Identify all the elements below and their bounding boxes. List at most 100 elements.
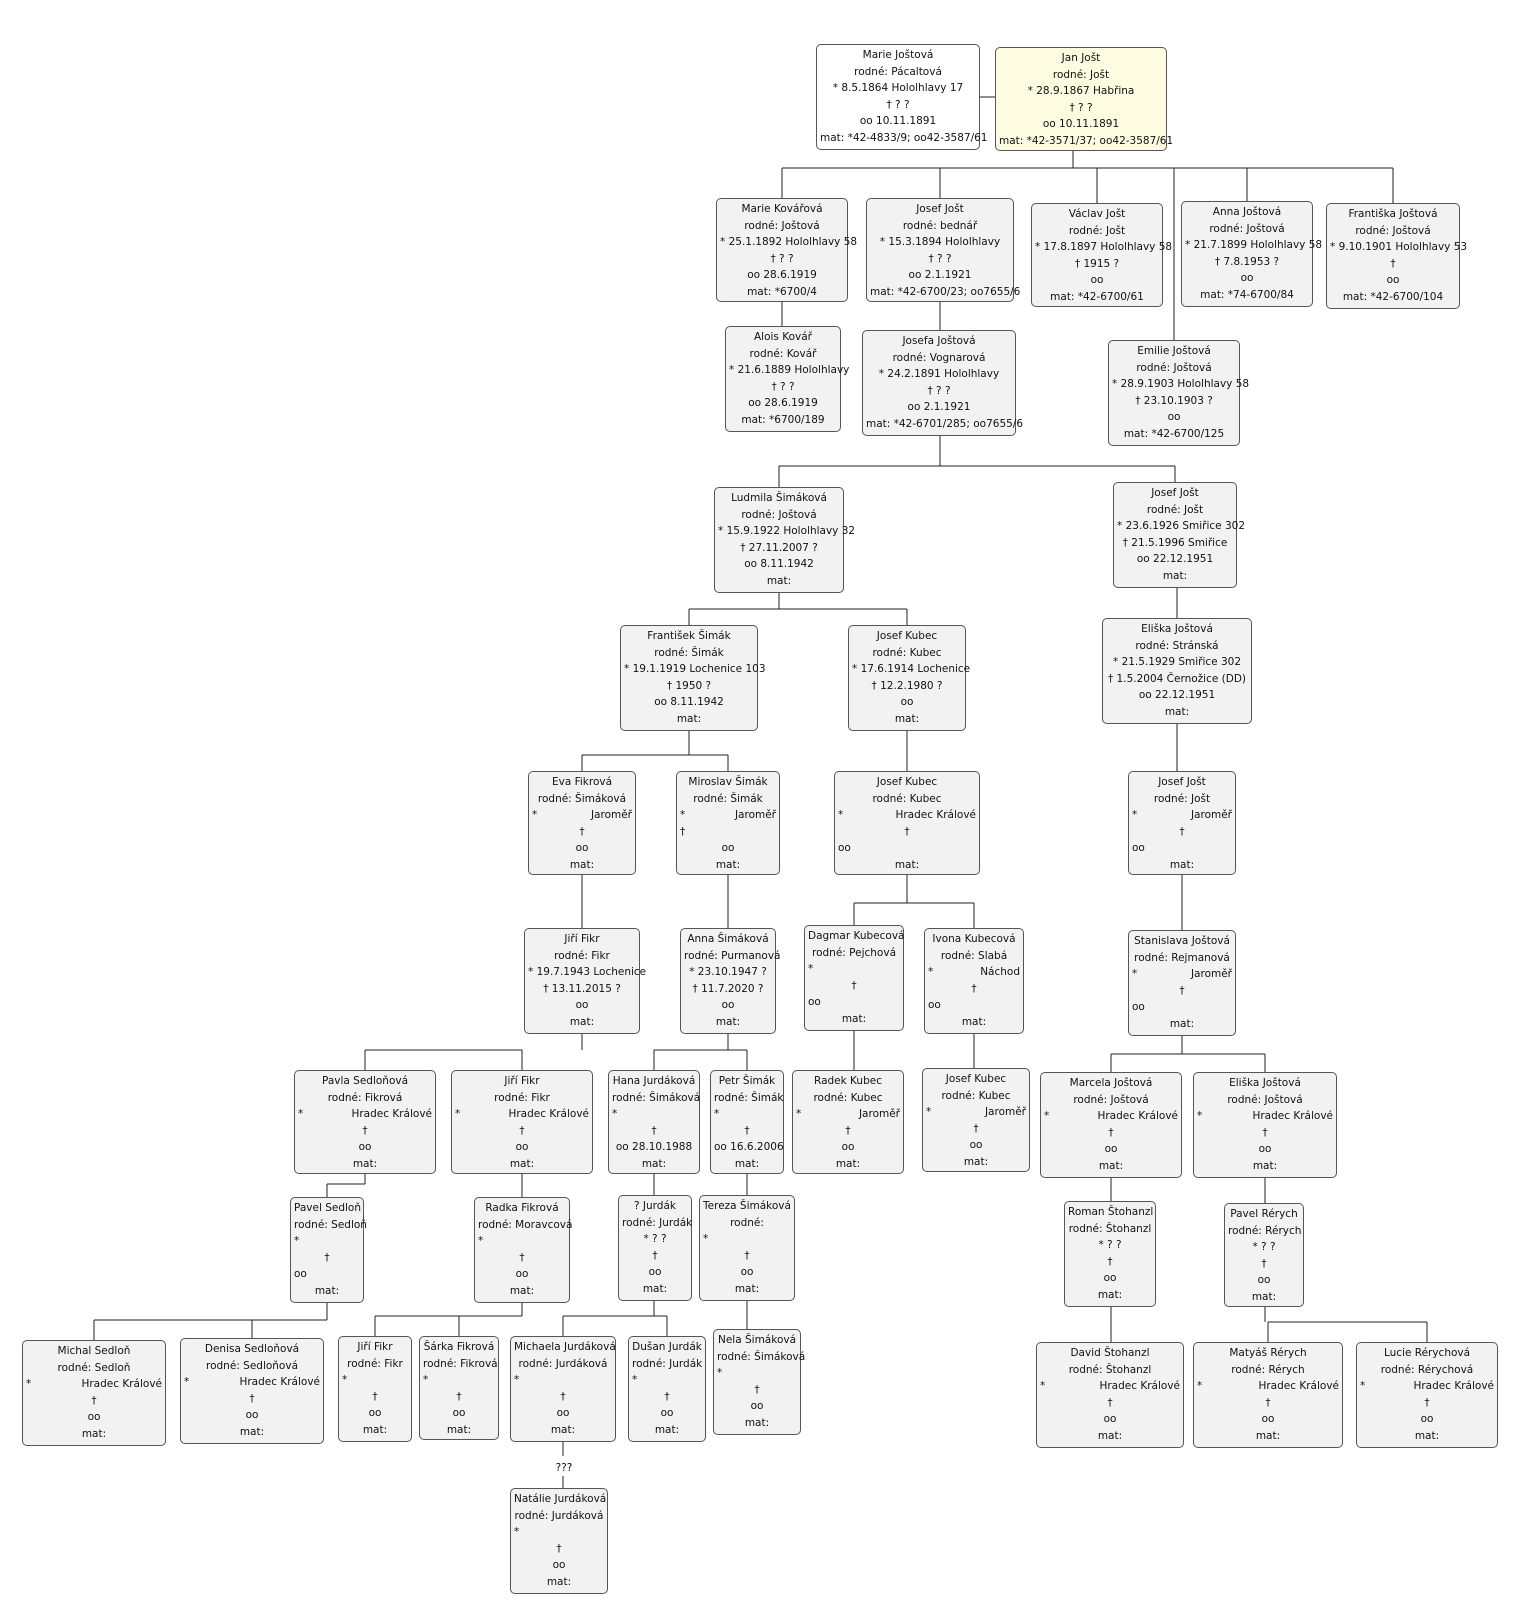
person-maiden-name: rodné: Vognarová [892, 351, 986, 364]
person-name: Michaela Jurdáková [514, 1341, 616, 1353]
person-marriage: oo [1132, 1001, 1145, 1013]
person-registry: mat: [1169, 858, 1195, 871]
person-birth: * 8.5.1864 Hololhlavy 17 [832, 82, 964, 94]
person-registry: mat: [734, 1282, 760, 1295]
birth-place: Hradec Králové [1258, 1380, 1339, 1392]
birth-mark: * [1132, 968, 1138, 980]
person-birth: * 21.6.1889 Hololhlavy [729, 364, 850, 376]
person-maiden-name: rodné: Jurdák [632, 1357, 703, 1370]
person-maiden-name: rodné: Fikrová [327, 1091, 403, 1104]
person-maiden-name: rodné: Sedloň [57, 1361, 131, 1374]
person-marriage: oo [368, 1407, 382, 1419]
person-registry: mat: *74-6700/84 [1200, 288, 1294, 301]
person-registry: mat: [546, 1575, 572, 1588]
person-maiden-name: rodné: bednář [902, 219, 978, 232]
person-maiden-name: rodné: Jošt [1153, 792, 1211, 805]
person-maiden-name: rodné: Joštová [1136, 361, 1212, 374]
person-name: Josef Jošt [1151, 487, 1199, 499]
person-registry: mat: [239, 1425, 265, 1438]
person-marriage: oo 10.11.1891 [1042, 118, 1120, 130]
person-marriage: oo [1386, 274, 1400, 286]
person-marriage: oo [740, 1266, 754, 1278]
person-marriage: oo [928, 999, 941, 1011]
person-death: † ? ? [928, 252, 952, 265]
person-maiden-name: rodné: Kubec [872, 792, 942, 805]
person-birth-row: *Jaroměř [680, 807, 776, 824]
person-maiden-name: rodné: [730, 1216, 764, 1229]
person-birth: * 15.9.1922 Hololhlavy 32 [718, 525, 856, 537]
birth-place: Hradec Králové [1097, 1110, 1178, 1122]
person-marriage: oo 2.1.1921 [908, 269, 972, 281]
birth-mark: * [1132, 809, 1138, 821]
person-birth-row: * [423, 1372, 495, 1389]
person-marriage: oo [452, 1407, 466, 1419]
person-registry: mat: [81, 1427, 107, 1440]
person-marriage: oo [900, 696, 914, 708]
person-maiden-name: rodné: Šimák [693, 792, 763, 805]
person-death: † [362, 1124, 368, 1137]
person-birth-row: *Hradec Králové [1197, 1108, 1333, 1125]
person-maiden-name: rodné: Fikr [347, 1357, 403, 1370]
person-name: Šárka Fikrová [423, 1341, 495, 1353]
person-birth: * 28.9.1903 Hololhlavy 58 [1112, 378, 1250, 390]
person-name: Pavel Sedloň [294, 1202, 362, 1214]
person-death: † [519, 1251, 525, 1264]
person-birth: * ? ? [643, 1233, 667, 1245]
person-death: † [560, 1390, 566, 1403]
person-death: † [1107, 1396, 1113, 1409]
person-marriage: oo [721, 999, 735, 1011]
person-registry: mat: [766, 574, 792, 587]
person-registry: mat: [744, 1416, 770, 1429]
person-death: † [519, 1124, 525, 1137]
